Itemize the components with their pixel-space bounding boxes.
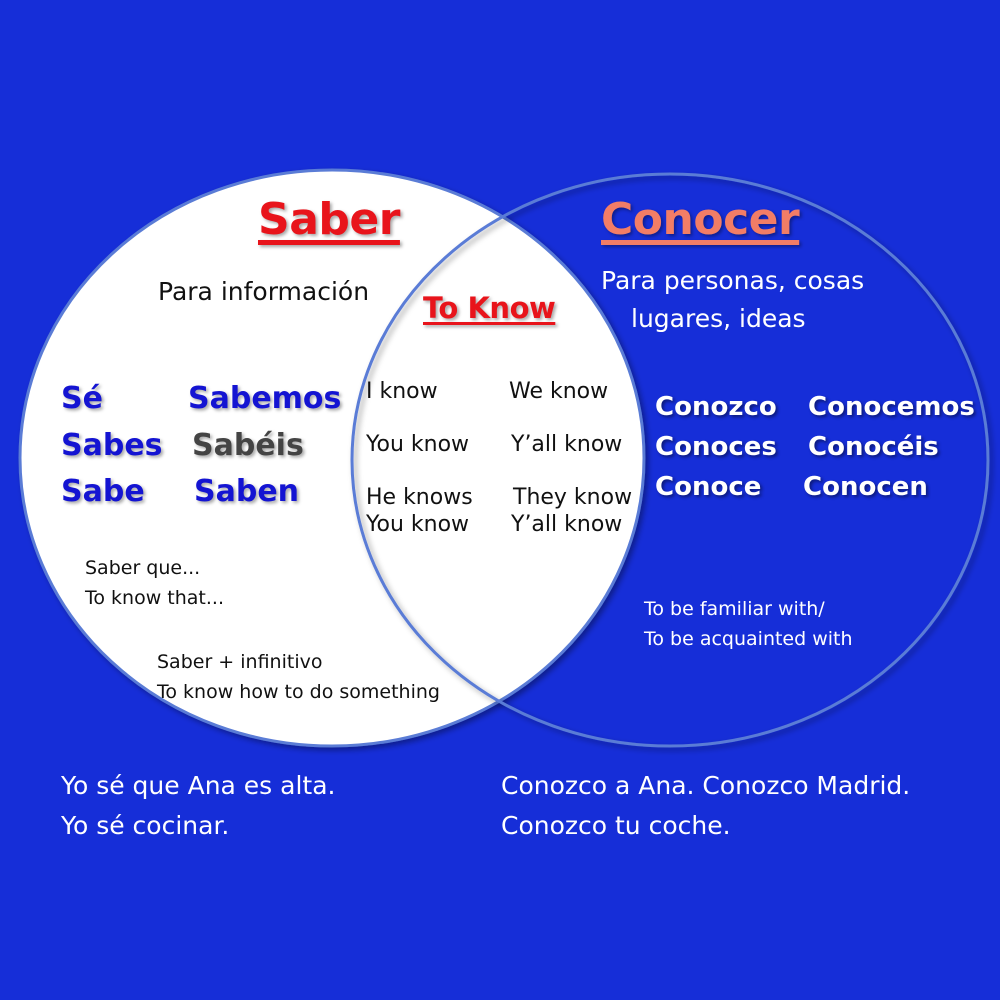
conocer-el: Conoce: [655, 472, 762, 502]
saber-example-2: Yo sé cocinar.: [61, 811, 230, 840]
saber-nosotros: Sabemos: [188, 381, 342, 416]
translation-yall-formal: Y’all know: [511, 512, 623, 537]
saber-note-infinitivo-line2: To know how to do something: [157, 681, 440, 703]
saber-note-infinitivo-line1: Saber + infinitivo: [157, 651, 323, 673]
conocer-examples: Conozco a Ana. Conozco Madrid. Conozco t…: [501, 766, 910, 846]
conocer-usage-line1: Para personas, cosas: [601, 266, 865, 295]
conocer-example-2: Conozco tu coche.: [501, 811, 731, 840]
saber-usage: Para información: [158, 277, 370, 306]
saber-vosotros: Sabéis: [192, 428, 304, 463]
conocer-circle: [350, 172, 990, 748]
translation-yall: Y’all know: [511, 432, 623, 457]
saber-ellos: Saben: [194, 474, 300, 509]
translation-i: I know: [366, 379, 438, 404]
conocer-meaning-line1: To be familiar with/: [644, 598, 825, 620]
saber-tu: Sabes: [61, 428, 163, 463]
conocer-title: Conocer: [601, 194, 800, 245]
conocer-vosotros: Conocéis: [808, 432, 939, 462]
conocer-usage-line2: lugares, ideas: [631, 304, 806, 333]
translation-they: They know: [513, 485, 633, 510]
saber-title: Saber: [258, 194, 400, 245]
conocer-yo: Conozco: [655, 392, 777, 422]
saber-circle: [18, 168, 646, 748]
saber-examples: Yo sé que Ana es alta. Yo sé cocinar.: [61, 766, 336, 846]
conocer-usage: Para personas, cosas lugares, ideas: [601, 262, 864, 338]
saber-yo: Sé: [61, 381, 103, 416]
saber-note-que-line1: Saber que...: [85, 557, 201, 579]
conocer-ellos: Conocen: [803, 472, 928, 502]
translation-he: He knows: [366, 485, 473, 510]
conocer-example-1: Conozco a Ana. Conozco Madrid.: [501, 771, 911, 800]
conocer-meaning-line2: To be acquainted with: [644, 628, 853, 650]
translation-you: You know: [366, 432, 470, 457]
translation-we: We know: [509, 379, 609, 404]
saber-note-que: Saber que... To know that...: [85, 553, 224, 613]
to-know-title: To Know: [423, 291, 556, 325]
saber-example-1: Yo sé que Ana es alta.: [61, 771, 336, 800]
translation-you-formal: You know: [366, 512, 470, 537]
saber-note-que-line2: To know that...: [85, 587, 224, 609]
conocer-meaning: To be familiar with/ To be acquainted wi…: [644, 594, 853, 654]
saber-note-infinitivo: Saber + infinitivo To know how to do som…: [157, 647, 440, 707]
conocer-nosotros: Conocemos: [808, 392, 975, 422]
conocer-tu: Conoces: [655, 432, 777, 462]
saber-el: Sabe: [61, 474, 145, 509]
